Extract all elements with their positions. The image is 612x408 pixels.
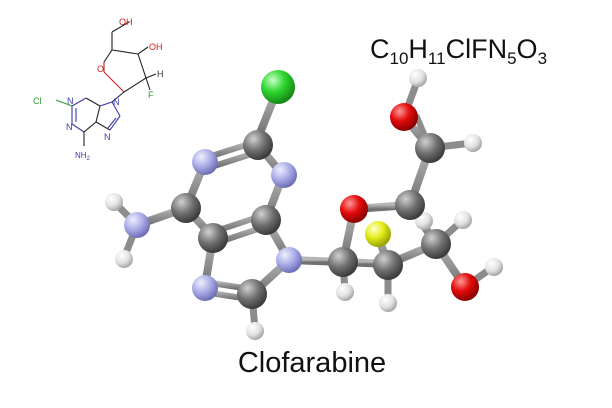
atom-c2prime [373, 250, 403, 280]
atom-o4prime [340, 195, 368, 223]
atom-c8 [237, 279, 267, 309]
skeletal-cl: Cl [33, 96, 42, 106]
atom-h-o3prime [485, 258, 503, 276]
atom-h-c1prime [336, 283, 354, 301]
atom-n9 [276, 247, 302, 273]
skeletal-h: H [157, 69, 164, 79]
atom-o3prime [451, 273, 479, 301]
atom-h-c8 [246, 322, 264, 340]
ball-and-stick-model [105, 69, 503, 340]
formula-clfn: ClFN [446, 34, 508, 64]
formula-c: C [370, 34, 390, 64]
atom-c4 [251, 205, 281, 235]
svg-text:C10H11ClFN5O3: C10H11ClFN5O3 [370, 34, 547, 68]
atom-h-amine-1 [105, 193, 123, 211]
formula-c-count: 10 [390, 49, 409, 68]
atom-fluorine [365, 221, 391, 247]
bonds [110, 75, 497, 334]
skeletal-f: F [148, 90, 154, 100]
skeletal-oh-top: OH [119, 17, 133, 27]
molecular-formula: C10H11ClFN5O3 [370, 34, 547, 68]
atom-c6 [171, 193, 201, 223]
skeletal-n1: N [67, 96, 74, 106]
skeletal-n9: N [113, 97, 120, 107]
skeletal-nh2: NH2 [75, 151, 91, 162]
atom-h-o5prime [409, 69, 427, 87]
compound-name: Clofarabine [238, 347, 386, 379]
atom-c5prime [415, 133, 445, 163]
skeletal-ring-o: O [97, 64, 104, 74]
skeletal-n7: N [104, 132, 111, 142]
atom-c3prime [421, 229, 451, 259]
skeletal-oh-right: OH [149, 42, 163, 52]
atom-h-c2prime [379, 294, 397, 312]
skeletal-formula: OH OH O H F Cl N N N N NH2 [33, 17, 164, 162]
formula-n-count: 5 [507, 49, 516, 68]
atom-c5 [198, 223, 228, 253]
atom-n-amine [124, 212, 150, 238]
formula-h: H [408, 34, 428, 64]
atom-h-c3prime [454, 211, 472, 229]
formula-o-count: 3 [538, 49, 547, 68]
atom-c4prime [395, 190, 425, 220]
skeletal-n3: N [66, 122, 73, 132]
atom-c1prime [328, 247, 358, 277]
atom-h-c5prime-a [464, 134, 482, 152]
atom-h-amine-2 [115, 250, 133, 268]
formula-h-count: 11 [428, 49, 446, 68]
atom-chlorine [261, 70, 295, 104]
atoms [105, 69, 503, 340]
atom-n7 [192, 275, 218, 301]
atom-n1 [192, 149, 218, 175]
atom-o5prime [390, 103, 418, 131]
atom-n3 [271, 162, 297, 188]
atom-c2 [243, 130, 273, 160]
formula-o: O [517, 34, 538, 64]
